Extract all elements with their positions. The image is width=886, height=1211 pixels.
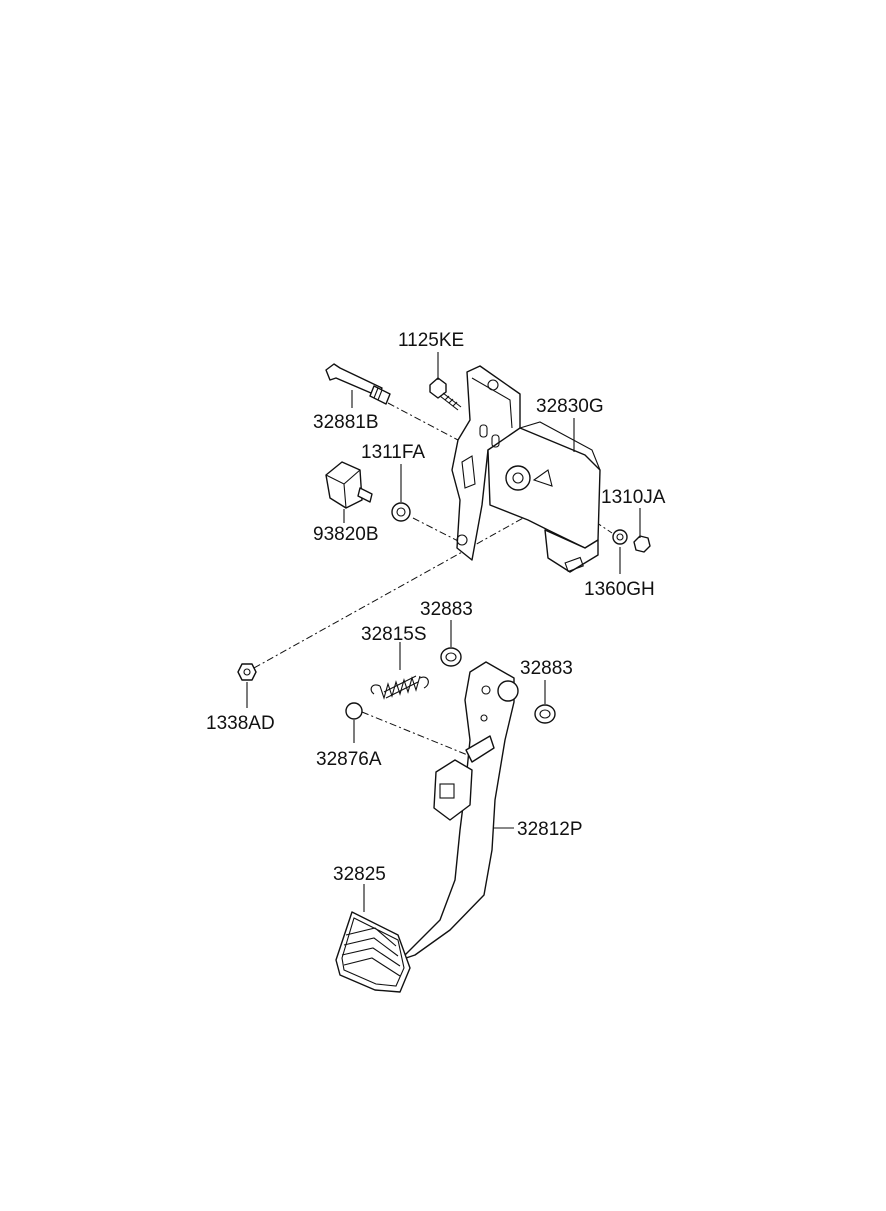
label-32883-right: 32883 — [520, 658, 573, 679]
stopper-32876A — [345, 702, 363, 720]
label-32883-upper: 32883 — [420, 599, 473, 620]
pedal-arm-32812P — [399, 661, 519, 961]
label-32881B: 32881B — [313, 412, 379, 433]
label-32812P: 32812P — [517, 819, 583, 840]
label-1310JA: 1310JA — [601, 487, 666, 508]
label-1125KE: 1125KE — [398, 330, 464, 351]
bushing-32883-right — [534, 704, 556, 724]
switch-93820B — [325, 461, 373, 509]
pedal-pad-32825 — [335, 911, 411, 993]
pedal-bracket — [451, 365, 601, 573]
nut-1310JA — [633, 535, 651, 553]
label-1338AD: 1338AD — [206, 713, 275, 734]
label-32825: 32825 — [333, 864, 386, 885]
label-32876A: 32876A — [316, 749, 382, 770]
label-93820B: 93820B — [313, 524, 379, 545]
bushing-32883-upper — [440, 647, 462, 667]
spring-32815S — [370, 675, 429, 700]
bushing-1311FA — [391, 502, 411, 522]
washer-1360GH — [612, 529, 628, 545]
label-32830G: 32830G — [536, 396, 604, 417]
leader-lines — [246, 352, 641, 912]
bolt-1125KE — [429, 377, 462, 411]
label-1311FA: 1311FA — [361, 442, 425, 463]
part-labels: 1125KE 32881B 32830G 1311FA 1310JA 93820… — [206, 330, 666, 885]
pin-32881B — [325, 363, 391, 405]
label-1360GH: 1360GH — [584, 579, 655, 600]
nut-1338AD — [237, 663, 257, 681]
label-32815S: 32815S — [361, 624, 427, 645]
